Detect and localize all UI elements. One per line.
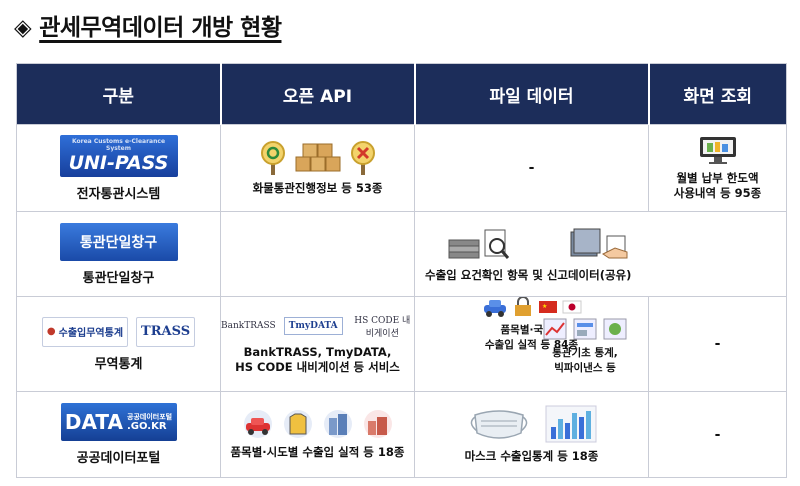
car-icon [243,410,272,438]
hscode-logo: HS CODE 내비게이션 [354,316,411,339]
bar-chart-icon [545,405,596,443]
finance-icon [603,318,627,340]
car-icon [483,300,506,317]
table-header-row: 구분 오픈 API 파일 데이터 화면 조회 [16,63,787,125]
buildings-icon [323,410,352,438]
trade-stats-logo: ●수출입무역통계 [41,316,129,347]
approve-icon [260,140,285,175]
tmydata-logo: TmyDATA [283,317,343,335]
trass-logo: TRASS [136,316,196,347]
api-description: 품목별·시도별 수출입 실적 등 18종 [230,445,405,459]
title-text: 관세무역데이터 개방 현황 [39,15,282,41]
report-icon [573,318,597,340]
screen-value: - [714,336,721,352]
trade-stats-logos: ●수출입무역통계 TRASS [41,316,196,347]
file-description: 수출입 요건확인 항목 및 신고데이터(공유) [425,267,632,282]
page-title: ◈ 관세무역데이터 개방 현황 [14,8,282,42]
trade-icons: ★ [482,297,582,317]
system-name: 통관단일창구 [82,270,155,286]
file-data-value: - [528,160,535,176]
monitor-icon [699,137,736,164]
screen-value: - [714,426,721,443]
japan-flag-icon [562,300,581,314]
chart-icon [543,318,567,340]
header-category: 구분 [16,63,222,125]
system-name: 무역통계 [94,356,143,372]
data-portal-logo: DATA 공공데이터포털.GO.KR [60,403,177,441]
china-flag-icon: ★ [538,301,557,313]
file-icons [425,226,633,262]
api-description: 화물통관진행정보 등 53종 [252,180,383,195]
reject-icon [350,140,375,175]
table-row: ●수출입무역통계 TRASS 무역통계 BankTRASS TmyDATA HS… [16,296,787,392]
header-open-api: 오픈 API [220,63,416,125]
single-window-logo: 통관단일창구 [59,222,178,261]
file-description-right: 통관기초 통계, 빅파이낸스 등 [552,347,618,374]
lock-icon [514,297,531,316]
system-name: 공공데이터포털 [76,451,161,466]
service-logos: BankTRASS TmyDATA HS CODE 내비게이션 [221,313,414,339]
table-row: Korea Customs e-Clearance System UNI-PAS… [16,124,787,212]
header-screen-view: 화면 조회 [648,63,787,125]
table-row: DATA 공공데이터포털.GO.KR 공공데이터포털 품목별·시도별 수출입 실… [16,391,787,478]
diamond-icon: ◈ [14,15,32,41]
city-icon [363,410,392,438]
portal-api-icons [241,409,395,439]
portal-file-icons [467,405,597,443]
data-status-table: 구분 오픈 API 파일 데이터 화면 조회 Korea Customs e-C… [16,63,787,478]
shirt-icon [283,410,312,438]
stats-icons [530,318,640,340]
cargo-icons [260,140,376,175]
api-description: BankTRASS, TmyDATA, HS CODE 내비게이션 등 서비스 [235,345,400,374]
screen-description: 월별 납부 한도액 사용내역 등 95종 [673,171,762,200]
system-name: 전자통관시스템 [76,186,161,202]
unipass-logo: Korea Customs e-Clearance System UNI-PAS… [59,134,178,177]
svg-text:★: ★ [542,303,547,310]
table-row: 통관단일창구 통관단일창구 수출입 요건확인 항목 및 신고데이터(공유) [16,211,787,297]
documents-hand-icon [570,228,628,258]
banktrass-logo: BankTRASS [221,321,276,331]
header-file-data: 파일 데이터 [414,63,650,125]
file-description: 마스크 수출입통계 등 18종 [464,449,599,463]
mask-icon [470,410,527,439]
file-data-item-right: 통관기초 통계, 빅파이낸스 등 [530,318,640,376]
boxes-icon [295,143,340,171]
documents-search-icon [448,229,510,259]
